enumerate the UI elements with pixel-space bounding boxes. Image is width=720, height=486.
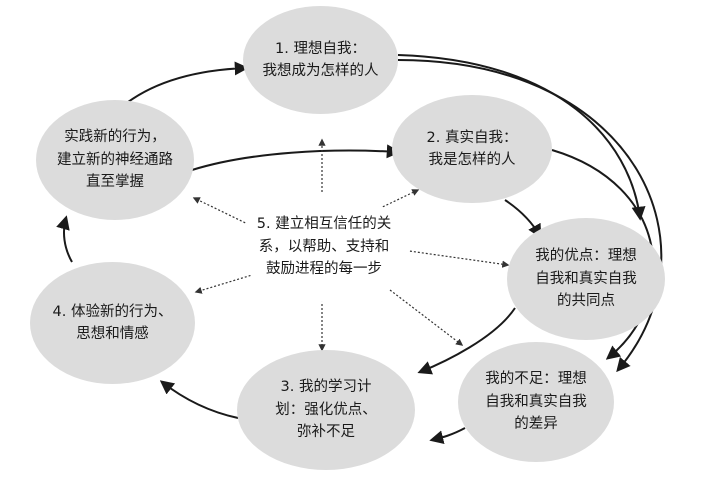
- node-strengths-line-2: 自我和真实自我: [535, 270, 637, 287]
- node-experience-line-2: 思想和情感: [76, 326, 149, 342]
- arrow-plan-to-experience: [159, 380, 239, 419]
- node-real-self: 2. 真实自我： 我是怎样的人: [392, 95, 552, 203]
- node-experience: 4. 体验新的行为、 思想和情感: [30, 262, 195, 384]
- node-strengths-line-3: 的共同点: [557, 293, 615, 310]
- node-real-self-line-2: 我是怎样的人: [428, 152, 516, 168]
- node-practice-line-2: 建立新的神经通路: [57, 151, 173, 168]
- node-ideal-self: 1. 理想自我： 我想成为怎样的人: [243, 6, 398, 114]
- node-learning-plan-line-2: 划：强化优点、: [275, 401, 377, 418]
- node-relationships-line-2: 系，以帮助、支持和: [258, 238, 390, 255]
- node-gaps-line-2: 自我和真实自我: [485, 393, 587, 410]
- node-real-self-line-1: 2. 真实自我：: [426, 129, 518, 146]
- node-ideal-self-line-1: 1. 理想自我：: [275, 40, 366, 57]
- node-practice-line-3: 直至掌握: [86, 174, 144, 191]
- dotted-arrow-to-experience: [194, 271, 263, 294]
- arrow-practice-to-real: [191, 144, 401, 171]
- node-gaps-line-1: 我的不足：理想: [485, 371, 587, 388]
- node-experience-line-1: 4. 体验新的行为、: [52, 303, 173, 320]
- node-learning-plan-line-3: 弥补不足: [297, 424, 355, 441]
- node-learning-plan: 3. 我的学习计 划：强化优点、 弥补不足: [237, 350, 415, 470]
- node-gaps: 我的不足：理想 自我和真实自我 的差异: [458, 342, 614, 462]
- node-relationships-line-1: 5. 建立相互信任的关: [256, 216, 392, 233]
- dotted-arrow-to-practice: [192, 197, 257, 229]
- dotted-arrow-to-gaps: [389, 289, 464, 346]
- node-strengths: 我的优点：理想 自我和真实自我 的共同点: [507, 218, 665, 340]
- arrow-strengths-to-plan: [417, 307, 516, 375]
- arrow-ideal-to-strengths: [397, 54, 646, 221]
- node-strengths-line-1: 我的优点：理想: [535, 248, 637, 265]
- node-practice-line-1: 实践新的行为，: [64, 129, 166, 146]
- node-practice: 实践新的行为， 建立新的神经通路 直至掌握: [36, 100, 194, 220]
- arrow-ideal-to-gaps-outer: [397, 59, 663, 373]
- arrow-experience-to-practice: [56, 215, 73, 263]
- arrow-real-to-strengths: [504, 199, 542, 239]
- node-relationships: 5. 建立相互信任的关 系，以帮助、支持和 鼓励进程的每一步: [238, 192, 410, 302]
- arrow-gaps-to-plan: [429, 427, 466, 445]
- node-gaps-line-3: 的差异: [514, 416, 558, 433]
- node-ideal-self-line-2: 我想成为怎样的人: [262, 63, 379, 79]
- node-relationships-line-3: 鼓励进程的每一步: [266, 261, 382, 278]
- dotted-arrow-to-strengths: [401, 249, 510, 268]
- node-learning-plan-line-1: 3. 我的学习计: [280, 379, 372, 396]
